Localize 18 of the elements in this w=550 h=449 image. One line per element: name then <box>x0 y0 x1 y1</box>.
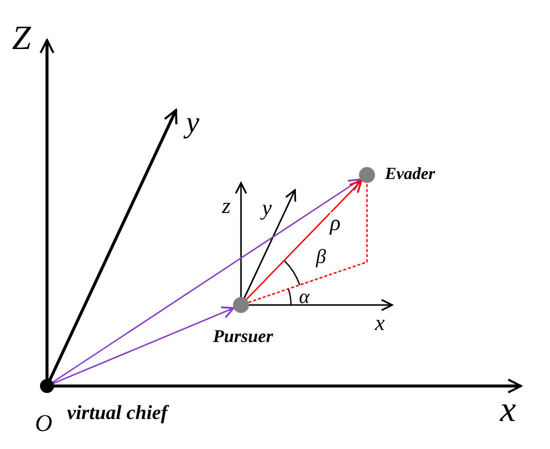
point-label: Pursuer <box>213 327 274 345</box>
axis-label: x <box>375 312 385 334</box>
axis-label: α <box>299 287 310 307</box>
arrow <box>52 178 362 383</box>
axis-label: β <box>316 247 326 267</box>
axis-label: Z <box>12 22 31 56</box>
point-marker <box>233 297 249 313</box>
axis-label: y <box>186 108 200 138</box>
arrow <box>53 306 235 384</box>
point-label: O <box>35 412 52 436</box>
axis-label: z <box>222 195 231 217</box>
point-label: virtual chief <box>67 403 168 423</box>
axis-label: y <box>262 197 272 219</box>
axis-label: x <box>500 391 516 427</box>
point-marker <box>359 167 375 183</box>
edge-label: ρ <box>330 212 341 234</box>
point-marker <box>40 379 54 393</box>
point-label: Evader <box>385 165 436 182</box>
